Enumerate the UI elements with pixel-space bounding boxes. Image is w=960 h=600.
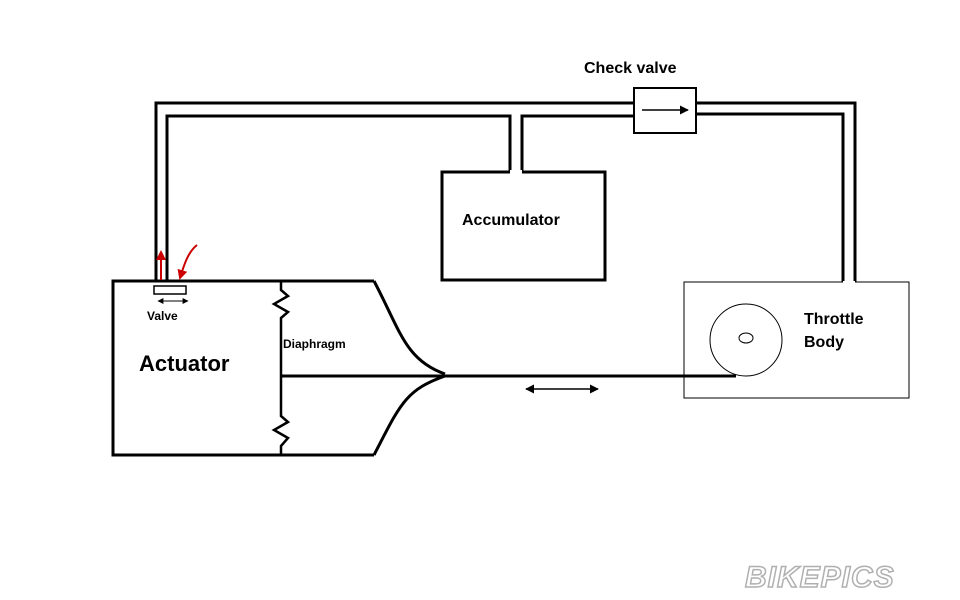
check-valve-label: Check valve [584, 60, 677, 77]
vacuum-hose [154, 101, 857, 282]
actuator-housing [111, 279, 446, 457]
throttle-body-label-line1: Throttle [804, 311, 864, 328]
diaphragm [271, 281, 291, 455]
valve-label: Valve [147, 309, 178, 323]
accumulator-label: Accumulator [462, 212, 560, 229]
bikepics-watermark: BIKEPICS [745, 561, 895, 594]
throttle-body-label-line2: Body [804, 334, 844, 351]
actuator-valve [153, 285, 189, 304]
throttle-body [683, 281, 910, 399]
throttle-shaft [738, 332, 754, 344]
actuator-label: Actuator [139, 351, 230, 376]
check-valve [633, 87, 697, 134]
red-arrow-curved [177, 244, 198, 280]
accumulator [440, 170, 607, 282]
diaphragm-label: Diaphragm [283, 337, 346, 351]
